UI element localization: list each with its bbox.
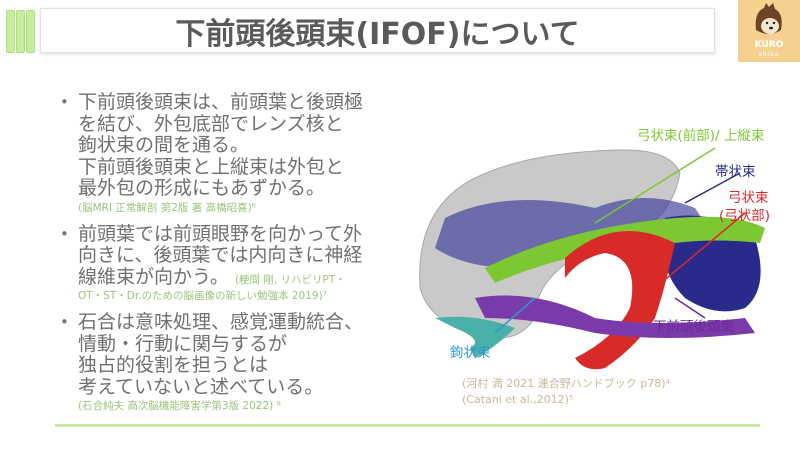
bullet-text: 独占的役割を担うとは — [78, 354, 269, 376]
shiba-dog-icon — [755, 3, 782, 34]
bullet-text: 下前頭後頭束と上縦束は外包と — [78, 155, 345, 178]
page-title: 下前頭後頭束(IFOF)について — [175, 16, 580, 52]
label-ifof: 下前頭後頭束 — [653, 319, 734, 335]
figure-references: (河村 満 2021 連合野ハンドブック p78)⁴ (Catani et al… — [462, 376, 670, 408]
bullet-list: 下前頭後頭束は、前頭葉と後頭極 を結び、外包底部でレンズ核と 鉤状束の間を通る。… — [58, 91, 403, 422]
label-arcuate-anterior: 弓状束(前部)/ 上縦束 — [637, 128, 765, 144]
label-arcuate: 弓状束 — [728, 190, 769, 206]
brain-tractography-figure: 弓状束(前部)/ 上縦束 帯状束 弓状束 (弓状部) 下前頭後頭束 鉤状束 — [415, 118, 800, 388]
bullet-text: 石合は意味処理、感覚運動統合、 — [78, 311, 364, 333]
citation: (脳MRI 正常解剖 第2版 著 高橋昭喜)⁶ — [78, 201, 256, 214]
bullet-item: 前頭葉では前頭眼野を向かって外 向きに、後頭葉では内向きに神経 線維束が向かう。… — [58, 222, 403, 305]
reference: (Catani et al.,2012)⁵ — [462, 393, 574, 406]
brain-image — [419, 149, 765, 370]
bullet-text: 下前頭後頭束は、前頭葉と後頭極 — [78, 91, 364, 113]
label-uncinate: 鉤状束 — [450, 345, 491, 361]
decor-bar — [26, 10, 35, 53]
bullet-text: 考えていないと述べている。 — [78, 375, 324, 398]
bullet-text: 線維束が向かう。 — [78, 265, 229, 288]
decor-bar — [16, 10, 25, 53]
bottom-divider — [55, 424, 760, 427]
citation: (粳間 剛, リハビリPT・ — [234, 273, 346, 286]
bullet-item: 石合は意味処理、感覚運動統合、 情動・行動に関与するが 独占的役割を担うとは 考… — [58, 311, 403, 414]
bullet-text: 鉤状束の間を通る。 — [78, 134, 250, 156]
label-cingulum: 帯状束 — [715, 164, 756, 180]
label-arcuate-part: (弓状部) — [719, 208, 771, 224]
bullet-text: を結び、外包底部でレンズ核と — [78, 112, 344, 135]
bullet-text: 向きに、後頭葉では内向きに神経 — [78, 244, 363, 266]
bullet-text: 前頭葉では前頭眼野を向かって外 — [78, 222, 363, 245]
logo-text: KURO — [754, 40, 784, 50]
bullet-item: 下前頭後頭束は、前頭葉と後頭極 を結び、外包底部でレンズ核と 鉤状束の間を通る。… — [58, 91, 403, 216]
citation: (石合純夫 高次脳機能障害学第3版 2022) ⁸ — [78, 400, 281, 412]
decor-bar — [6, 10, 15, 53]
bullet-text: 情動・行動に関与するが — [78, 332, 288, 355]
logo-subtext: shiba — [758, 51, 780, 58]
bullet-text: 最外包の形成にもあずかる。 — [78, 177, 326, 199]
title-box: 下前頭後頭束(IFOF)について — [40, 8, 715, 53]
citation: OT・ST・Dr.のための脳画像の新しい勉強本 2019)⁷ — [78, 290, 327, 302]
leader-lines — [494, 147, 746, 334]
reference: (河村 満 2021 連合野ハンドブック p78)⁴ — [462, 377, 670, 390]
logo: KURO shiba — [738, 0, 800, 62]
